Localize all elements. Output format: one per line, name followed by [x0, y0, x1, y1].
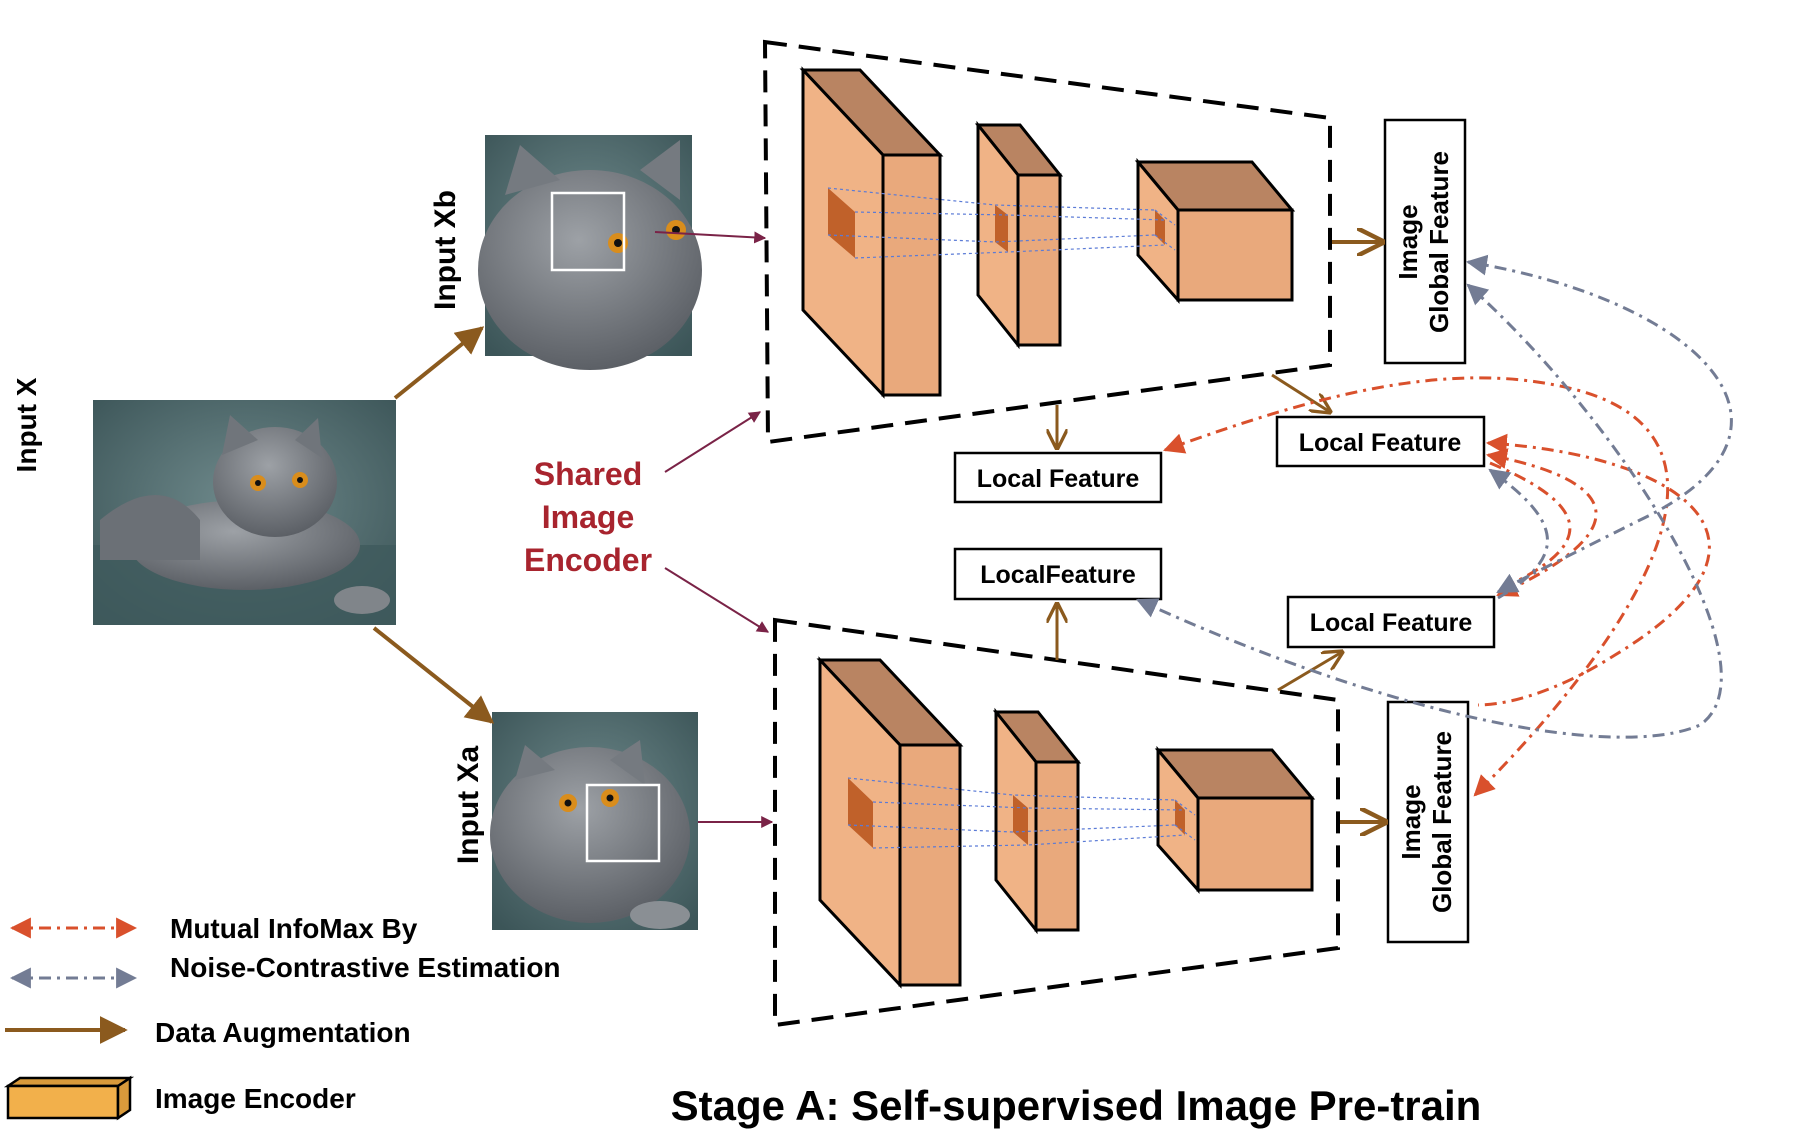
shared-label-arrow-bottom [664, 567, 770, 633]
shared-label-arrow-top [664, 411, 762, 473]
svg-text:Image: Image [542, 499, 634, 535]
input-xa-label: Input Xa [452, 746, 485, 865]
infomax-red-arrow-4 [1489, 461, 1572, 592]
input-x-image [93, 400, 396, 625]
encoder-top [762, 39, 1332, 445]
local-feature-top-left: Local Feature [953, 451, 1163, 504]
svg-text:Shared: Shared [534, 456, 642, 492]
input-xb-image [478, 135, 702, 370]
svg-text:Local Feature: Local Feature [1299, 429, 1462, 457]
legend-encoder-label: Image Encoder [155, 1083, 356, 1114]
legend: Mutual InfoMax By Noise-Contrastive Esti… [3, 913, 561, 1121]
local-feature-top-right: Local Feature [1275, 415, 1486, 468]
local-feature-bottom-right: Local Feature [1286, 595, 1496, 649]
encoder-bottom-frame [773, 617, 1340, 1028]
svg-text:LocalFeature: LocalFeature [980, 561, 1136, 589]
infomax-red-arrow-2 [1477, 433, 1711, 707]
infomax-gray-arrow-2 [1136, 283, 1723, 739]
infomax-gray-arrow-1 [1465, 254, 1733, 594]
legend-infomax-label-1: Mutual InfoMax By [170, 913, 418, 944]
augment-arrow-xa [372, 626, 495, 724]
xb-to-encoder-arrow [654, 231, 767, 244]
svg-text:Local Feature: Local Feature [1310, 609, 1473, 637]
shared-encoder-label: Shared Image Encoder [524, 456, 652, 578]
svg-text:Global Feature: Global Feature [1424, 151, 1454, 333]
encoder-bottom [773, 617, 1340, 1028]
caption: Stage A: Self-supervised Image Pre-train [671, 1082, 1482, 1129]
svg-text:Local Feature: Local Feature [977, 465, 1140, 493]
legend-infomax-label-2: Noise-Contrastive Estimation [170, 952, 561, 983]
legend-encoder-icon [3, 1075, 135, 1121]
infomax-gray-arrow-3 [1488, 468, 1549, 600]
augment-arrow-xb [393, 326, 485, 400]
svg-text:Encoder: Encoder [524, 542, 652, 578]
infomax-red-arrow-3 [1485, 448, 1598, 597]
input-xb-label: Input Xb [429, 190, 462, 310]
svg-text:Image: Image [1393, 204, 1423, 279]
input-x-label: Input X [11, 377, 42, 472]
local-feature-bottom-left: LocalFeature [953, 547, 1163, 601]
svg-text:Image: Image [1396, 784, 1426, 859]
infomax-red-arrow-1 [1163, 376, 1670, 797]
global-feature-top: Image Global Feature [1383, 118, 1467, 365]
legend-augment-label: Data Augmentation [155, 1017, 411, 1048]
global-feature-bottom: Image Global Feature [1386, 700, 1470, 944]
input-xa-image [490, 712, 698, 930]
svg-text:Global Feature: Global Feature [1427, 731, 1457, 913]
